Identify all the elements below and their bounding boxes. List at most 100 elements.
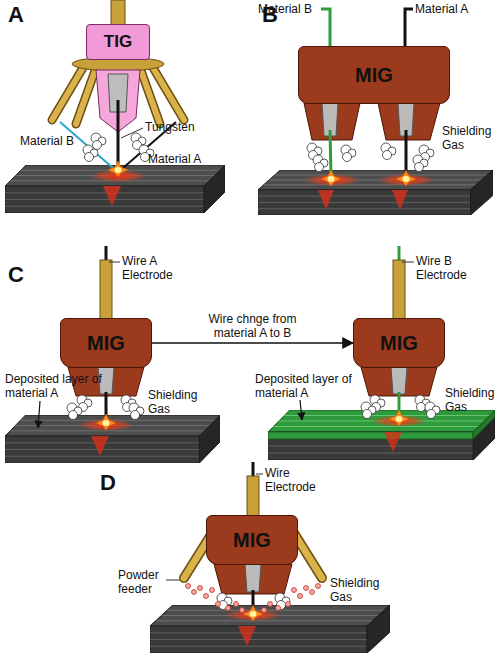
mig-torch xyxy=(391,367,407,394)
mig-powder-torch xyxy=(217,593,232,610)
mig-powder-torch xyxy=(247,476,259,518)
mig-powder-torch xyxy=(316,584,321,589)
arrow-connector xyxy=(152,342,353,344)
part-label: Wire Electrode xyxy=(265,466,331,494)
mig-torch xyxy=(361,402,376,419)
mig-powder-torch xyxy=(204,594,209,599)
weld-pool xyxy=(91,436,109,456)
twin-mig-torch xyxy=(321,9,330,48)
mig-powder-torch xyxy=(275,593,290,610)
twin-mig-torch xyxy=(304,103,360,140)
part-label: Deposited layer of material A xyxy=(255,372,355,400)
torch-label: MIG xyxy=(380,332,418,354)
twin-mig-torch xyxy=(330,130,331,176)
mig-powder-torch xyxy=(234,602,239,607)
mig-powder-torch xyxy=(210,588,215,593)
panel-letter: D xyxy=(100,470,116,496)
twin-mig-torch xyxy=(405,130,408,176)
mig-torch xyxy=(96,414,116,430)
torch-label: TIG xyxy=(104,33,132,52)
twin-mig-torch xyxy=(405,9,413,48)
mig-powder-torch xyxy=(292,588,297,593)
workpiece-block xyxy=(150,605,390,653)
tig-torch xyxy=(117,100,120,164)
mig-powder-torch xyxy=(240,608,245,613)
tig-torch xyxy=(140,68,160,124)
twin-mig-torch xyxy=(378,103,440,140)
tig-torch xyxy=(121,128,143,138)
mig-torch xyxy=(393,260,405,320)
part-label: Powder feeder xyxy=(118,568,168,596)
tig-torch-body: TIG xyxy=(86,24,150,60)
twin-mig-torch xyxy=(413,155,428,172)
mig-powder-torch xyxy=(310,590,315,595)
mig-powder-torch xyxy=(276,606,281,611)
twin-mig-torch xyxy=(321,170,341,186)
torch-label: MIG xyxy=(87,332,125,354)
workpiece-block xyxy=(5,165,495,653)
mig-powder-torch xyxy=(298,594,303,599)
mig-powder-torch xyxy=(214,564,292,594)
panel-letter: A xyxy=(8,2,24,28)
part-label: Shielding Gas xyxy=(148,388,206,416)
twin-mig-torch xyxy=(396,170,416,186)
part-label: Material B xyxy=(20,134,90,148)
mig-torch xyxy=(67,403,82,420)
tig-torch xyxy=(108,161,128,177)
mig-torch xyxy=(389,410,409,426)
tig-torch xyxy=(76,68,96,124)
mig-torch xyxy=(100,260,112,320)
part-label: Material A xyxy=(148,152,218,166)
mig-powder-torch xyxy=(198,586,203,591)
tig-torch xyxy=(140,68,160,124)
part-label: Shielding Gas xyxy=(445,386,497,414)
tig-torch xyxy=(83,145,98,162)
mig-torch-body: MIG xyxy=(60,318,152,368)
mig-powder-torch xyxy=(226,606,231,611)
mig-torch xyxy=(300,400,302,420)
mig-torch xyxy=(402,262,414,263)
mig-powder-torch xyxy=(192,590,197,595)
tig-torch xyxy=(111,0,125,26)
mig-torch xyxy=(109,262,120,263)
mig-powder-torch xyxy=(268,602,273,607)
mig-torch xyxy=(38,401,40,428)
part-label: Shielding Gas xyxy=(330,576,390,604)
twin-mig-torch xyxy=(381,143,396,160)
mig-powder-torch xyxy=(186,584,191,589)
tig-torch xyxy=(52,0,184,177)
mig-torch-body: MIG xyxy=(298,46,450,104)
twin-mig-torch xyxy=(341,145,356,162)
torch-label: MIG xyxy=(355,64,393,86)
twin-mig-torch xyxy=(313,155,328,172)
mig-powder-torch xyxy=(245,564,261,592)
mig-powder-torch xyxy=(256,474,263,475)
workpiece-block xyxy=(5,415,220,463)
part-label: Material A xyxy=(415,2,485,16)
weld-pool xyxy=(392,190,408,210)
mig-powder-torch xyxy=(243,605,263,621)
mig-torch xyxy=(425,402,440,419)
mig-powder-torch xyxy=(216,602,221,607)
part-label: Shielding Gas xyxy=(442,124,497,152)
weld-pool xyxy=(78,170,434,646)
part-label: Wire A Electrode xyxy=(122,254,188,282)
mig-torch xyxy=(361,367,437,396)
part-label: Material B xyxy=(258,2,320,16)
mig-torch-body: MIG xyxy=(353,318,445,368)
mig-powder-torch xyxy=(262,608,267,613)
weld-pool xyxy=(318,190,334,210)
connector-label: Wire chnge from material A to B xyxy=(197,312,309,340)
part-label: Deposited layer of material A xyxy=(5,372,105,400)
weld-pool xyxy=(238,626,256,646)
mig-powder-torch xyxy=(286,602,291,607)
workpiece-block xyxy=(258,170,493,215)
part-label: Wire B Electrode xyxy=(416,254,482,282)
mig-powder-torch xyxy=(166,580,180,581)
tig-torch xyxy=(91,133,106,150)
mig-powder-torch xyxy=(304,586,309,591)
weld-pool xyxy=(103,186,121,206)
weld-pool xyxy=(384,432,402,452)
panel-letter: C xyxy=(8,262,24,288)
